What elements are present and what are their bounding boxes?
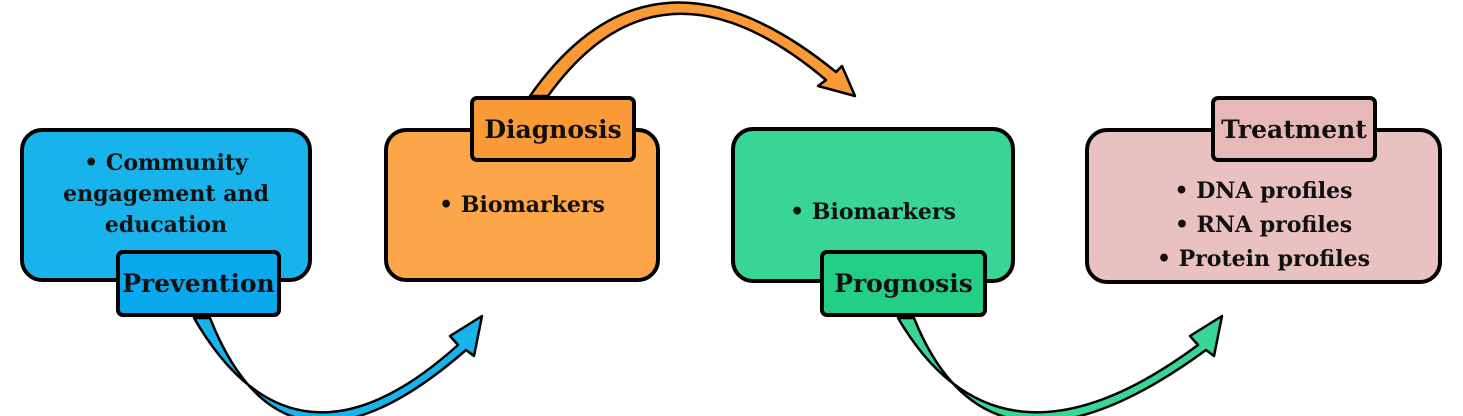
- diagnosis-label: Diagnosis: [470, 96, 636, 162]
- treatment-item: • Protein profiles: [1156, 246, 1371, 272]
- prevention-label: Prevention: [116, 250, 281, 317]
- treatment-item: • DNA profiles: [1174, 178, 1353, 204]
- treatment-item: • RNA profiles: [1174, 212, 1353, 238]
- prevention-items: • Community engagement and education: [51, 148, 281, 241]
- prognosis-label: Prognosis: [820, 250, 987, 317]
- diagnosis-to-prognosis-arrow: [528, 1, 857, 98]
- prognosis-to-treatment-arrow: [896, 314, 1224, 416]
- prognosis-item: • Biomarkers: [790, 199, 956, 225]
- treatment-label: Treatment: [1211, 96, 1377, 162]
- prognosis-items: • Biomarkers: [790, 197, 956, 228]
- prevention-box: • Community engagement and education: [20, 128, 312, 282]
- diagnosis-item: • Biomarkers: [439, 192, 605, 218]
- prevention-item: • Community engagement and education: [63, 150, 269, 238]
- diagnosis-items: • Biomarkers: [439, 190, 605, 221]
- treatment-items: • DNA profiles • RNA profiles • Protein …: [1157, 174, 1370, 276]
- prevention-to-diagnosis-arrow: [192, 314, 484, 416]
